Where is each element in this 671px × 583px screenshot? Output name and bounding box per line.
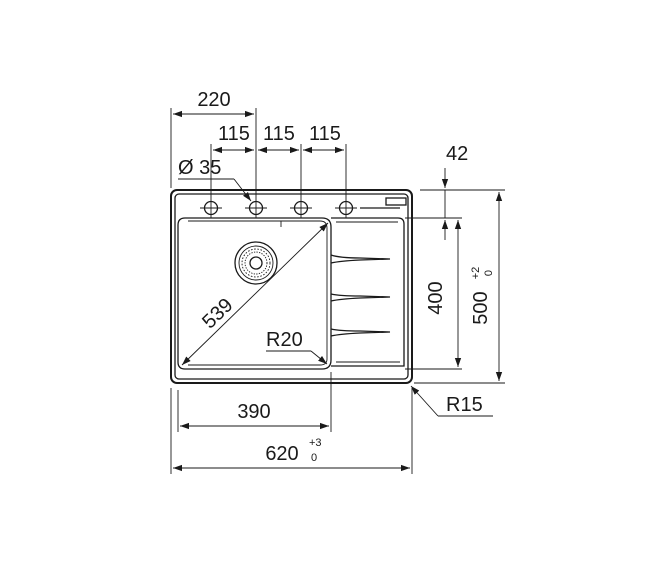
dim-diameter: Ø 35	[178, 157, 252, 202]
tap-hole-icon	[245, 198, 267, 218]
drainer-rib-1	[330, 254, 391, 264]
dim-539-label: 539	[198, 294, 237, 333]
dim-220-label: 220	[197, 89, 230, 111]
drainer-ribs	[330, 254, 391, 337]
dim-390-label: 390	[237, 401, 270, 423]
dim-500-tol-plus: +2	[470, 267, 482, 280]
dim-42: 42	[405, 143, 505, 240]
sink-outline	[170, 189, 413, 384]
dim-diameter-label: Ø 35	[178, 157, 221, 179]
inner-rim	[174, 193, 409, 380]
dim-539: 539	[181, 222, 329, 366]
bowl-outline	[177, 217, 332, 370]
dim-620-tol-plus: +3	[309, 437, 322, 449]
outer-rim	[170, 189, 413, 384]
dim-r20: R20	[266, 329, 328, 365]
drainer-area	[331, 217, 405, 367]
dim-620: 620 +3 0	[170, 388, 413, 474]
tap-holes	[200, 198, 357, 218]
dim-r20-label: R20	[266, 329, 303, 351]
dim-115-label-1: 115	[218, 123, 250, 145]
dim-115-chain: 115 115 115	[210, 123, 347, 198]
dim-620-tol-minus: 0	[311, 452, 317, 464]
dim-115-label-3: 115	[309, 123, 341, 145]
tap-hole-icon	[200, 198, 222, 218]
drainer-rib-2	[330, 293, 391, 302]
dim-r15-label: R15	[446, 394, 483, 416]
tap-hole-icon	[335, 198, 357, 218]
dim-400-label: 400	[425, 281, 447, 314]
dim-500: 500 +2 0	[414, 192, 505, 384]
dim-390: 390	[177, 372, 332, 432]
dim-400: 400	[405, 220, 462, 370]
dim-220: 220	[170, 89, 257, 198]
dim-500-label: 500	[470, 291, 492, 324]
dim-620-label: 620	[265, 443, 298, 465]
dim-500-tol-minus: 0	[483, 270, 495, 276]
drainer-rib-3	[330, 328, 391, 337]
drainer-outline	[331, 217, 405, 367]
dim-42-label: 42	[446, 143, 468, 165]
dim-115-label-2: 115	[263, 123, 295, 145]
overflow-slot	[385, 197, 407, 206]
tap-hole-icon	[290, 198, 312, 218]
dim-r15: R15	[410, 385, 493, 417]
drain-strainer-icon	[234, 241, 278, 285]
drainer-inner	[336, 221, 400, 363]
